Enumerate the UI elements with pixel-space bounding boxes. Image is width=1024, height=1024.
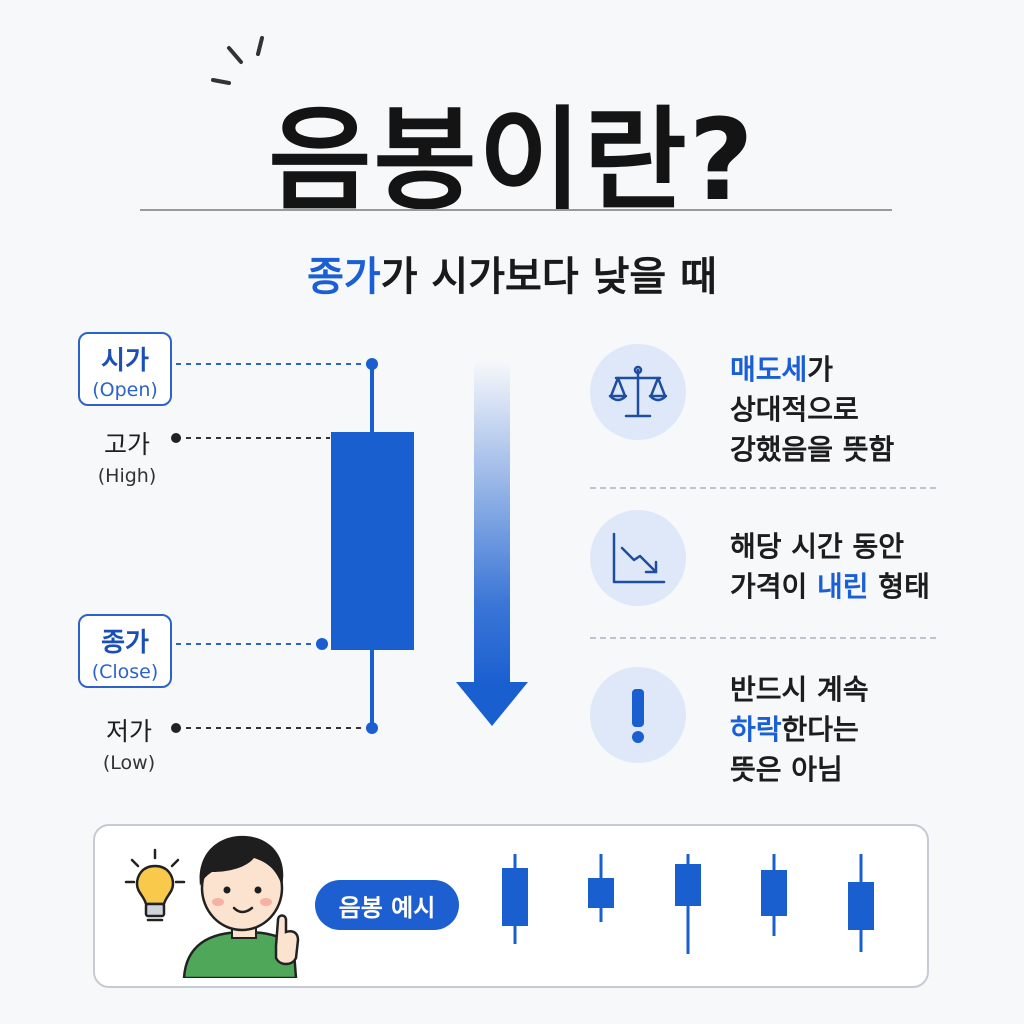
down-arrow-icon [456,360,528,726]
low-label: 저가 (Low) [82,712,176,774]
example-candles [502,854,874,954]
example-candle-4 [761,854,787,936]
low-label-en: (Low) [102,752,156,774]
example-candle-5 [848,854,874,952]
feature-1-line-1: 가 [807,353,834,386]
high-label-ko: 고가 [103,430,150,459]
feature-3-line-3: 뜻은 아님 [730,753,843,786]
low-dot [171,723,181,733]
feature-2-highlight: 내린 [817,570,869,603]
trend-down-icon [612,532,666,584]
feature-3-highlight: 하락 [730,713,782,746]
subtitle-low: 낮을 때 [592,254,717,300]
low-label-ko: 저가 [105,717,152,746]
feature-2-line-1: 해당 시간 동안 [730,530,905,563]
high-label: 고가 (High) [80,425,174,487]
feature-2-line-2: 가격이 [730,570,818,603]
open-label-ko: 시가 [101,346,149,376]
example-candle-2 [588,854,614,922]
feature-3-text: 반드시 계속 하락한다는 뜻은 아님 [730,670,869,790]
open-label-en: (Open) [92,379,158,401]
subtitle: 종가가 시가보다 낮을 때 [0,244,1024,302]
feature-2-line-2-end: 형태 [868,570,930,603]
feature-1-line-3: 강했음을 뜻함 [730,433,895,466]
close-dot [316,638,328,650]
feature-2-text: 해당 시간 동안 가격이 내린 형태 [730,527,930,607]
example-label: 음봉 예시 [315,880,459,930]
title-divider [140,209,892,211]
candle-diagram [171,358,414,734]
open-label: 시가 (Open) [78,332,172,406]
subtitle-close: 종가 [307,254,381,300]
feature-1-text: 매도세가 상대적으로 강했음을 뜻함 [730,350,894,470]
page-title: 음봉이란? [268,96,756,226]
feature-3-icon-circle [590,667,686,763]
example-candle-3 [675,854,701,954]
example-candle-1 [502,854,528,944]
feature-divider-2 [590,637,936,639]
high-label-en: (High) [97,465,157,487]
low-end-dot [366,722,378,734]
feature-3-line-1: 반드시 계속 [730,673,869,706]
feature-1-highlight: 매도세 [730,353,808,386]
feature-divider-1 [590,487,936,489]
scale-icon [608,365,668,418]
sparkle-icon [211,36,264,85]
close-label-en: (Close) [91,661,159,683]
high-dot [171,433,181,443]
lightbulb-icon [124,848,186,922]
close-label-ko: 종가 [101,628,149,658]
exclamation-icon [632,689,644,743]
feature-2-icon-circle [590,510,686,606]
open-dot [366,358,378,370]
avatar [182,835,300,978]
feature-1-icon-circle [590,344,686,440]
close-label: 종가 (Close) [78,614,172,688]
feature-1-line-2: 상대적으로 [730,393,859,426]
feature-3-line-2: 한다는 [781,713,859,746]
subtitle-middle: 가 시가보다 [380,254,593,300]
candle-body [331,432,414,650]
